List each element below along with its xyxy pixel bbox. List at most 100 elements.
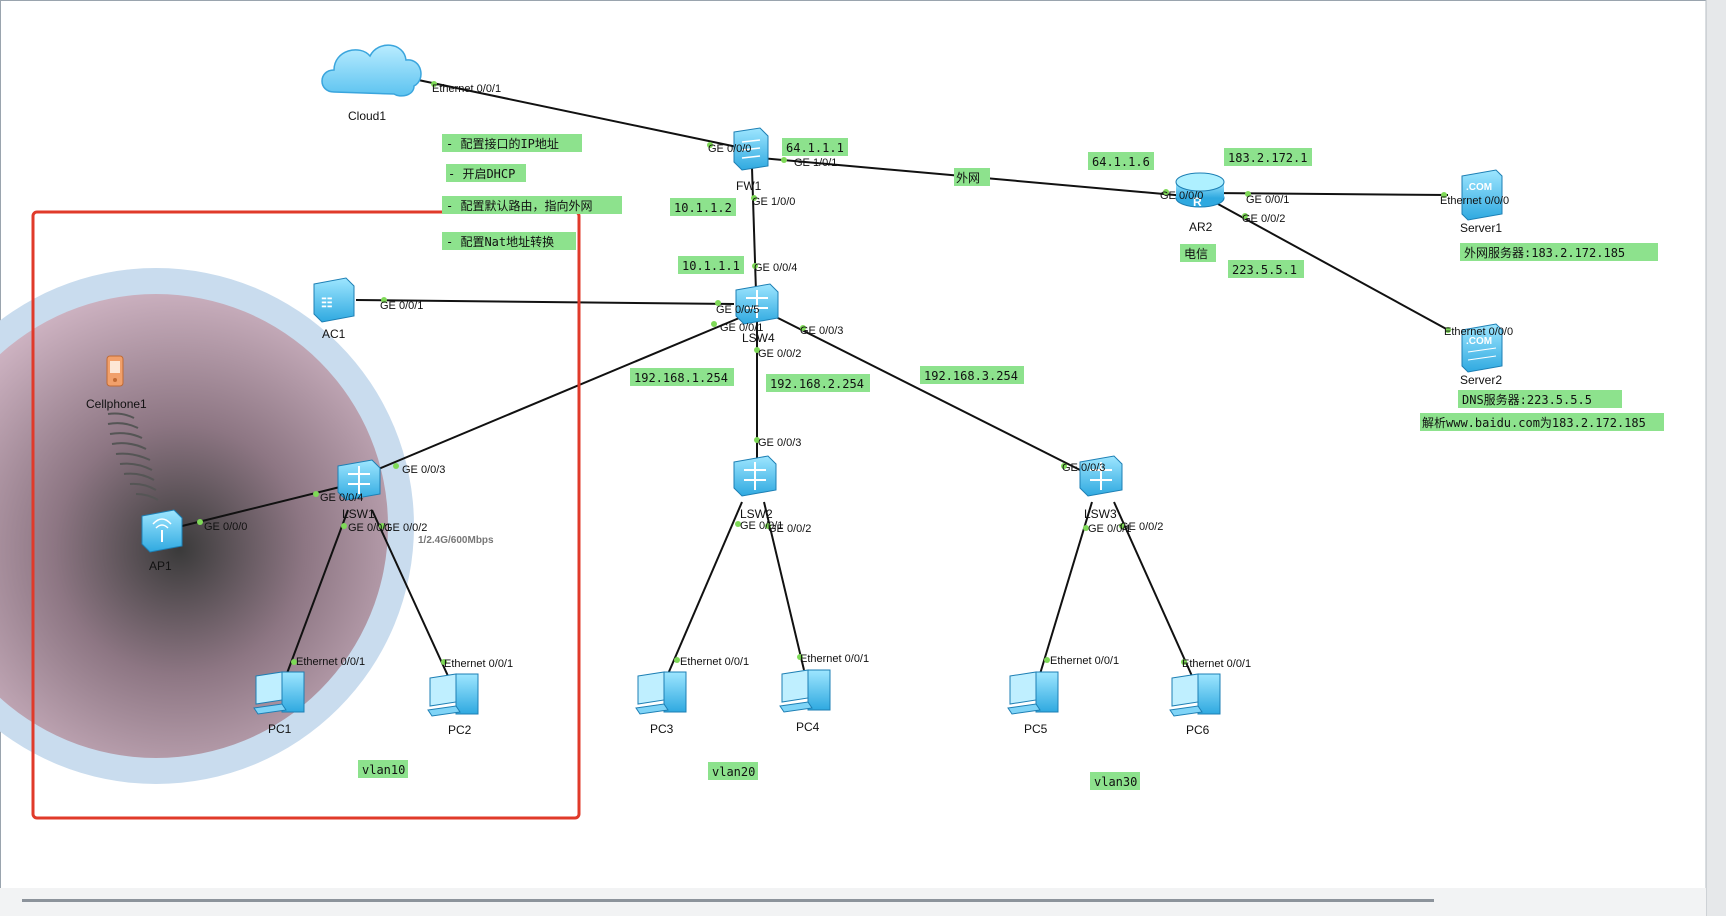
port-label: GE 0/0/1 [740,520,783,532]
link-ar2-server2[interactable] [1217,203,1451,332]
link-lsw3-pc6[interactable] [1113,501,1193,677]
port-label: Ethernet 0/0/1 [800,653,869,665]
server1-description: 外网服务器:183.2.172.185 [1464,245,1625,260]
port-label: GE 0/0/2 [768,523,811,535]
port-label: GE 0/0/2 [1120,521,1163,533]
pc5-device[interactable]: PC5 [1007,671,1059,736]
port-label: GE 0/0/0 [1160,190,1203,202]
lsw1-label: LSW1 [342,507,375,521]
link-fw-lsw4[interactable] [751,167,757,293]
link-lsw4-lsw1[interactable] [375,315,745,471]
cellphone-icon [106,355,124,387]
vlan10-label: vlan10 [362,763,405,777]
ar2-wan-ip: 64.1.1.6 [1092,155,1150,169]
router-icon: R [1175,172,1225,209]
pc6-label: PC6 [1186,723,1210,737]
vlan10-gateway: 192.168.1.254 [634,371,728,385]
pc-icon [427,673,479,717]
svg-text:R: R [1193,195,1202,209]
port-label: Ethernet 0/0/1 [680,656,749,668]
port-label: Ethernet 0/0/0 [1440,195,1509,207]
pc1-label: PC1 [268,722,292,736]
port-label: GE 0/0/5 [716,304,759,316]
fw1-device[interactable]: FW1 [733,127,769,193]
port-label: GE 0/0/1 [1246,194,1289,206]
ar2-device[interactable]: R AR2 [1175,172,1225,234]
pc5-label: PC5 [1024,722,1048,736]
svg-text:.COM: .COM [1466,336,1492,347]
cellphone1-device[interactable]: Cellphone1 [86,355,147,411]
ar2-label: AR2 [1189,220,1213,234]
port-label: GE 0/0/0 [204,521,247,533]
lsw4-device[interactable]: LSW4 [735,283,779,345]
switch-icon [337,459,381,501]
pc-icon [779,669,831,713]
link-lsw4-lsw3[interactable] [773,315,1081,471]
port-label: GE 0/0/2 [384,522,427,534]
fw-outside-ip: 64.1.1.1 [786,141,844,155]
link-lsw1-pc2[interactable] [371,509,449,677]
right-border [1706,0,1726,916]
ap1-label: AP1 [149,559,172,573]
link-ac-lsw4[interactable] [355,299,735,305]
server2-label: Server2 [1460,373,1502,387]
lsw3-label: LSW3 [1084,507,1117,521]
port-label: GE 0/0/3 [402,464,445,476]
wireless-rate-label: 1/2.4G/600Mbps [418,535,494,546]
switch-icon [1079,455,1123,497]
port-label: GE 0/0/2 [1242,213,1285,225]
vlan30-label: vlan30 [1094,775,1137,789]
port-label: GE 0/0/4 [320,492,363,504]
pc3-label: PC3 [650,722,674,736]
isp-label: 电信 [1184,247,1208,261]
horizontal-scrollbar[interactable] [22,899,1434,902]
ac1-device[interactable]: ☷ AC1 [313,277,355,341]
lsw3-device[interactable]: LSW3 [1079,455,1123,521]
note-dhcp: - 开启DHCP [448,167,515,181]
port-label: GE 0/0/1 [380,300,423,312]
server1-device[interactable]: .COM Server1 [1460,169,1503,235]
port-label: GE 0/0/3 [1062,462,1105,474]
cloud1-device[interactable]: Cloud1 [321,44,422,123]
vlan20-gateway: 192.168.2.254 [770,377,864,391]
pc1-device[interactable]: PC1 [253,671,305,736]
link-cloud-fw[interactable] [403,76,743,149]
link-lsw1-pc1[interactable] [285,509,349,677]
fw1-label: FW1 [736,179,762,193]
port-label: Ethernet 0/0/1 [1050,655,1119,667]
pc4-device[interactable]: PC4 [779,669,831,734]
cloud-icon [321,44,422,97]
note-config-ip: - 配置接口的IP地址 [446,136,559,151]
dns-resolve-note: 解析www.baidu.com为183.2.172.185 [1422,416,1646,430]
ar2-server1-ip: 183.2.172.1 [1228,151,1307,165]
port-label: GE 0/0/3 [758,437,801,449]
fw-inside-ip: 10.1.1.2 [674,201,732,215]
server2-device[interactable]: .COM Server2 [1460,323,1503,387]
lsw1-device[interactable]: LSW1 [337,459,381,521]
vlan20-label: vlan20 [712,765,755,779]
pc3-device[interactable]: PC3 [635,671,687,736]
pc6-device[interactable]: PC6 [1169,673,1221,737]
ar2-server2-ip: 223.5.5.1 [1232,263,1297,277]
pc-icon [253,671,305,715]
access-controller-icon: ☷ [313,277,355,323]
notes: - 配置接口的IP地址 - 开启DHCP - 配置默认路由，指向外网 - 配置N… [358,134,1664,790]
link-lsw2-pc4[interactable] [763,501,805,671]
ac1-label: AC1 [322,327,346,341]
firewall-icon [733,127,769,171]
note-nat: - 配置Nat地址转换 [446,234,554,249]
vlan10-highlight-box [31,210,581,820]
server1-label: Server1 [1460,221,1502,235]
link-lsw2-pc3[interactable] [667,501,743,675]
core-switch-icon [735,283,779,325]
pc2-device[interactable]: PC2 [427,673,479,737]
ap1-device[interactable]: AP1 [141,509,183,573]
link-lsw3-pc5[interactable] [1039,501,1093,675]
vlan30-gateway: 192.168.3.254 [924,369,1018,383]
port-label: Ethernet 0/0/0 [1444,326,1513,338]
port-label: GE 0/0/2 [758,348,801,360]
port-label: GE 0/0/1 [720,322,763,334]
port-dots [197,81,1451,665]
lsw2-device[interactable]: LSW2 [733,455,777,521]
switch-icon [733,455,777,497]
